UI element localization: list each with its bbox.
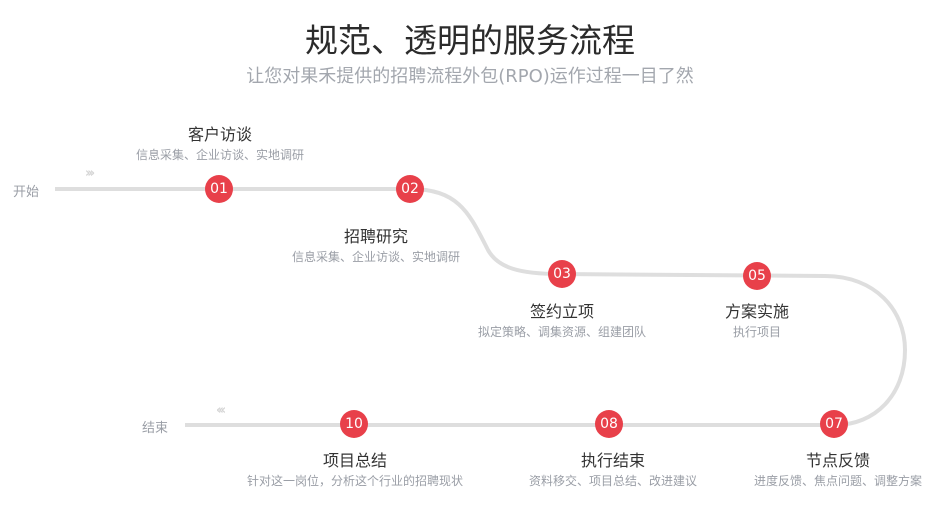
step-02: 招聘研究信息采集、企业访谈、实地调研: [246, 226, 506, 266]
step-03: 签约立项拟定策略、调集资源、组建团队: [432, 301, 692, 341]
step-node-03: 03: [548, 260, 576, 288]
step-title: 方案实施: [724, 302, 789, 321]
step-node-02: 02: [396, 175, 424, 203]
step-desc: 拟定策略、调集资源、组建团队: [477, 325, 646, 339]
backward-arrows-icon: ‹‹‹: [216, 403, 226, 418]
end-label: 结束: [142, 421, 169, 436]
step-node-07: 07: [820, 410, 848, 438]
step-01: 客户访谈信息采集、企业访谈、实地调研: [90, 124, 350, 164]
step-07: 节点反馈进度反馈、焦点问题、调整方案: [708, 450, 940, 490]
step-desc: 进度反馈、焦点问题、调整方案: [753, 474, 922, 488]
step-title: 客户访谈: [187, 125, 252, 144]
page-subtitle: 让您对果禾提供的招聘流程外包(RPO)运作过程一目了然: [246, 66, 694, 87]
step-node-10: 10: [340, 410, 368, 438]
step-node-05: 05: [743, 262, 771, 290]
step-desc: 信息采集、企业访谈、实地调研: [135, 148, 304, 162]
step-desc: 针对这一岗位，分析这个行业的招聘现状: [246, 474, 463, 488]
step-desc: 执行项目: [732, 325, 781, 339]
step-title: 执行结束: [580, 451, 645, 470]
step-10: 项目总结针对这一岗位，分析这个行业的招聘现状: [225, 450, 485, 490]
step-desc: 信息采集、企业访谈、实地调研: [291, 250, 460, 264]
step-title: 项目总结: [322, 451, 387, 470]
step-node-08: 08: [595, 410, 623, 438]
forward-arrows-icon: ›››: [85, 166, 95, 181]
step-05: 方案实施执行项目: [627, 301, 887, 341]
step-title: 节点反馈: [805, 451, 870, 470]
start-label: 开始: [13, 185, 40, 200]
step-08: 执行结束资料移交、项目总结、改进建议: [483, 450, 743, 490]
step-title: 招聘研究: [343, 227, 408, 246]
step-node-01: 01: [205, 175, 233, 203]
step-desc: 资料移交、项目总结、改进建议: [528, 474, 697, 488]
page-title: 规范、透明的服务流程: [305, 21, 635, 60]
step-title: 签约立项: [529, 302, 594, 321]
